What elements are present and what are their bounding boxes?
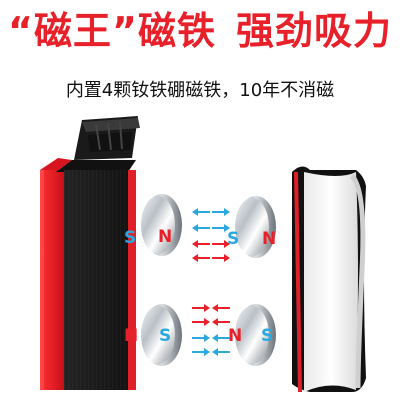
- magnet-3-left-pole: N: [124, 326, 138, 346]
- arrow-icon: [192, 304, 210, 326]
- wiper-pad: [292, 166, 366, 393]
- magnet-1-left-pole: S: [124, 228, 136, 248]
- arrow-icon: [212, 240, 230, 262]
- device-body: [40, 158, 136, 390]
- arrow-icon: [192, 240, 210, 262]
- magnet-4-right-pole: S: [261, 326, 273, 346]
- magnet-2-right-pole: N: [262, 229, 276, 249]
- subheadline: 内置4颗钕铁硼磁铁，10年不消磁: [65, 80, 335, 101]
- magnet-3-right-pole: S: [159, 326, 171, 346]
- magnet-4-left-pole: N: [228, 326, 242, 346]
- magnet-4: N S: [228, 304, 276, 366]
- arrow-icon: [192, 208, 210, 232]
- magnet-1: S N: [124, 194, 182, 256]
- arrow-icon: [192, 334, 210, 356]
- headline-part-1: “磁王”磁铁: [8, 8, 216, 53]
- headline-part-2: 强劲吸力: [235, 8, 392, 53]
- magnet-2: S N: [227, 196, 276, 258]
- magnet-1-right-pole: N: [158, 227, 172, 247]
- arrow-icon: [212, 304, 230, 326]
- device-clip: [74, 116, 140, 160]
- magnet-3: N S: [124, 304, 182, 366]
- headline: “磁王”磁铁 强劲吸力: [0, 2, 400, 53]
- magnet-2-left-pole: S: [227, 229, 239, 249]
- force-arrows-bottom: [192, 304, 230, 356]
- force-arrows-top: [192, 208, 230, 262]
- arrow-icon: [212, 334, 230, 356]
- arrow-icon: [212, 208, 230, 232]
